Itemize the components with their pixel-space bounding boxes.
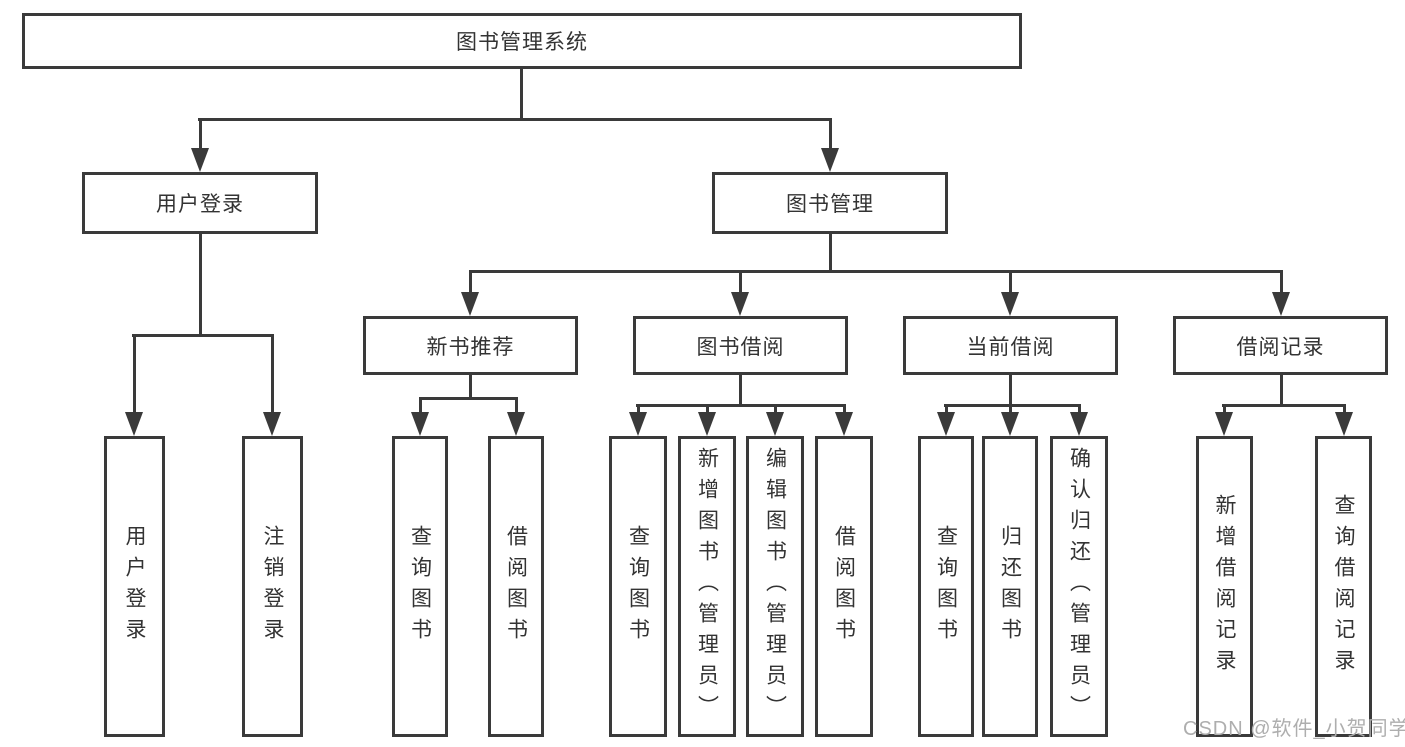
- connector-line: [520, 69, 523, 120]
- node-label: 查询图书: [934, 524, 958, 649]
- connector-line: [270, 334, 274, 420]
- connector-line: [198, 118, 202, 156]
- node-user-login-module: 用户登录: [82, 172, 318, 234]
- connector-line: [1008, 270, 1012, 300]
- arrow-down-icon: [1001, 292, 1019, 316]
- arrow-down-icon: [766, 412, 784, 436]
- connector-line: [132, 334, 136, 420]
- connector-line: [1279, 270, 1283, 300]
- connector-line: [636, 404, 845, 407]
- connector-line: [944, 404, 1081, 407]
- node-bb-query-books: 查询图书: [609, 436, 667, 737]
- arrow-down-icon: [835, 412, 853, 436]
- connector-line: [199, 234, 202, 336]
- connector-line: [132, 334, 274, 337]
- node-label: 编辑图书（管理员）: [763, 447, 787, 726]
- connector-line: [1009, 375, 1012, 406]
- arrow-down-icon: [937, 412, 955, 436]
- connector-line: [1280, 375, 1283, 406]
- node-label: 查询借阅记录: [1332, 493, 1356, 680]
- arrow-down-icon: [698, 412, 716, 436]
- node-label: 用户登录: [123, 524, 147, 649]
- arrow-down-icon: [1070, 412, 1088, 436]
- node-label: 新增借阅记录: [1213, 493, 1237, 680]
- node-label: 图书管理: [786, 193, 874, 216]
- node-label: 用户登录: [156, 193, 244, 216]
- node-br-add-record: 新增借阅记录: [1196, 436, 1253, 737]
- arrow-down-icon: [411, 412, 429, 436]
- connector-line: [419, 397, 518, 400]
- node-book-management-module: 图书管理: [712, 172, 948, 234]
- arrow-down-icon: [507, 412, 525, 436]
- node-user-login: 用户登录: [104, 436, 165, 737]
- node-root: 图书管理系统: [22, 13, 1022, 69]
- node-label: 借阅图书: [832, 524, 856, 649]
- arrow-down-icon: [1001, 412, 1019, 436]
- node-new-book-recommend: 新书推荐: [363, 316, 578, 375]
- node-label: 借阅图书: [504, 524, 528, 649]
- node-label: 查询图书: [626, 524, 650, 649]
- node-nbr-borrow-books: 借阅图书: [488, 436, 544, 737]
- connector-line: [469, 270, 1283, 273]
- arrow-down-icon: [731, 292, 749, 316]
- arrow-down-icon: [125, 412, 143, 436]
- connector-line: [469, 375, 472, 399]
- connector-line: [1222, 404, 1346, 407]
- node-current-borrowing: 当前借阅: [903, 316, 1118, 375]
- node-bb-borrow-books: 借阅图书: [815, 436, 873, 737]
- arrow-down-icon: [821, 148, 839, 172]
- node-cb-confirm-return-admin: 确认归还（管理员）: [1050, 436, 1108, 737]
- arrow-down-icon: [263, 412, 281, 436]
- node-cb-query-books: 查询图书: [918, 436, 974, 737]
- connector-line: [198, 118, 832, 121]
- node-book-borrowing: 图书借阅: [633, 316, 848, 375]
- connector-line: [514, 397, 518, 420]
- node-bb-edit-books-admin: 编辑图书（管理员）: [746, 436, 804, 737]
- node-cb-return-books: 归还图书: [982, 436, 1038, 737]
- node-label: 注销登录: [261, 524, 285, 649]
- arrow-down-icon: [1335, 412, 1353, 436]
- arrow-down-icon: [629, 412, 647, 436]
- node-label: 借阅记录: [1236, 335, 1325, 359]
- connector-line: [738, 270, 742, 300]
- node-label: 确认归还（管理员）: [1067, 447, 1091, 726]
- node-borrowing-records: 借阅记录: [1173, 316, 1388, 375]
- arrow-down-icon: [1272, 292, 1290, 316]
- node-nbr-query-books: 查询图书: [392, 436, 448, 737]
- node-label: 新增图书（管理员）: [695, 447, 719, 726]
- connector-line: [828, 118, 832, 156]
- connector-line: [468, 270, 472, 300]
- node-label: 图书借阅: [696, 335, 785, 359]
- connector-line: [739, 375, 742, 406]
- node-label: 当前借阅: [966, 335, 1055, 359]
- connector-line: [418, 397, 422, 420]
- arrow-down-icon: [1215, 412, 1233, 436]
- node-label: 查询图书: [408, 524, 432, 649]
- node-label: 图书管理系统: [456, 31, 588, 54]
- node-br-query-record: 查询借阅记录: [1315, 436, 1372, 737]
- connector-line: [829, 234, 832, 273]
- csdn-watermark: CSDN @软件_小贺同学: [1183, 718, 1405, 740]
- arrow-down-icon: [191, 148, 209, 172]
- node-logout: 注销登录: [242, 436, 303, 737]
- arrow-down-icon: [461, 292, 479, 316]
- node-label: 新书推荐: [426, 335, 515, 359]
- node-bb-add-books-admin: 新增图书（管理员）: [678, 436, 736, 737]
- node-label: 归还图书: [998, 524, 1022, 649]
